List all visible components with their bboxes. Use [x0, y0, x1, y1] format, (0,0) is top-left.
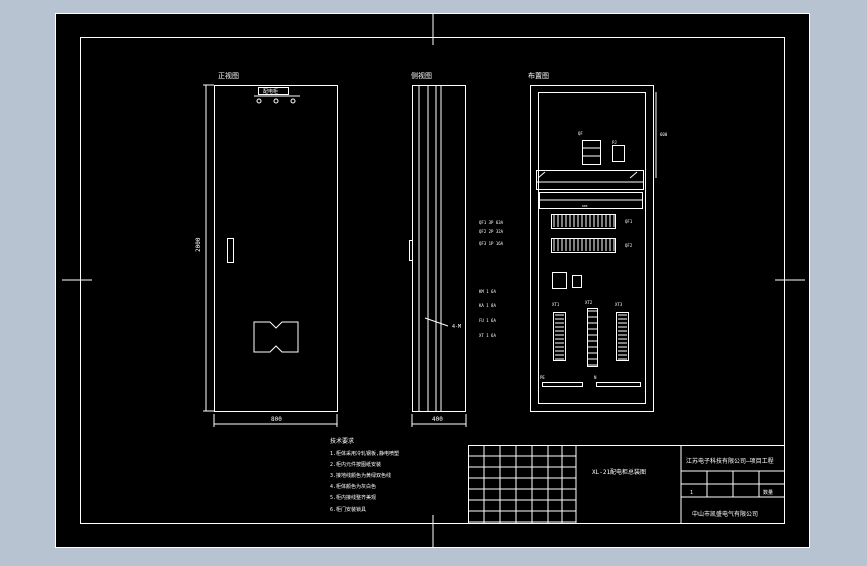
sheet-number: 1 — [690, 490, 693, 496]
svg-text:QF1: QF1 — [625, 219, 633, 224]
indicator-lamp — [256, 98, 262, 104]
cutout-shape — [253, 321, 299, 353]
indicator-lamp — [273, 98, 279, 104]
svg-text:600: 600 — [582, 204, 588, 208]
note-item: 2.柜内元件按图纸安装 — [330, 461, 381, 468]
note-item: 1.柜体采用冷轧钢板,静电喷塑 — [330, 450, 399, 457]
cable-duct — [536, 170, 644, 190]
mounting-plate-outer — [530, 85, 654, 412]
height-dimension: 2000 — [195, 237, 202, 252]
breaker-row-2 — [551, 238, 616, 253]
side-handle — [409, 240, 413, 261]
busbar-1 — [542, 382, 583, 387]
note-item: 6.柜门安装锁具 — [330, 506, 366, 513]
door-handle — [227, 238, 234, 263]
main-breaker — [582, 140, 601, 165]
layout-view-title: 布置图 — [528, 71, 549, 80]
terminal-strip-1 — [553, 312, 566, 361]
meter — [612, 145, 625, 162]
manufacturer-name: 中山市凯盛电气有限公司 — [692, 510, 758, 518]
drawing-name: XL-21配电柜总装图 — [592, 468, 646, 476]
relay — [572, 275, 582, 288]
svg-text:XT1: XT1 — [552, 302, 560, 307]
nameplate-box — [258, 87, 289, 95]
svg-text:XT3: XT3 — [615, 302, 623, 307]
contactor — [552, 272, 567, 289]
svg-text:KA 1 8A: KA 1 8A — [479, 303, 496, 308]
depth-dimension: 400 — [432, 416, 443, 423]
svg-text:KM 1 6A: KM 1 6A — [479, 289, 496, 294]
note-item: 4.柜体颜色为灰白色 — [330, 483, 376, 490]
drawing-sheet — [55, 13, 810, 548]
svg-text:600: 600 — [660, 132, 668, 137]
note-item: 5.柜内接线整齐美观 — [330, 494, 376, 501]
company-name: 江苏电子科技有限公司—项目工程 — [686, 457, 774, 465]
front-view-title: 正视图 — [218, 71, 239, 80]
nameplate-text: 配电柜 — [263, 88, 278, 95]
svg-text:QF2: QF2 — [625, 243, 633, 248]
svg-text:QF3 1P 16A: QF3 1P 16A — [479, 241, 504, 246]
title-block-grid — [469, 446, 576, 523]
breaker-row-1 — [551, 214, 616, 229]
breaker-module-ticks — [553, 215, 627, 366]
side-view-title: 侧视图 — [411, 71, 432, 80]
svg-text:N: N — [594, 375, 597, 380]
quantity-label: 数量 — [763, 489, 773, 496]
svg-text:QF: QF — [578, 131, 583, 136]
svg-text:PJ: PJ — [612, 140, 617, 145]
indicator-lamp — [290, 98, 296, 104]
note-item: 3.接地线颜色为黄绿双色线 — [330, 472, 391, 479]
svg-text:FU 1 6A: FU 1 6A — [479, 318, 496, 323]
svg-text:PE: PE — [540, 375, 545, 380]
front-cabinet — [214, 85, 338, 412]
svg-text:XT2: XT2 — [585, 300, 593, 305]
notes-heading: 技术要求 — [330, 437, 354, 445]
svg-text:XT 1 6A: XT 1 6A — [479, 333, 496, 338]
side-callout: 4-M — [452, 324, 461, 330]
terminal-strip-3 — [616, 312, 629, 361]
svg-text:QF1 3P 63A: QF1 3P 63A — [479, 220, 504, 225]
terminal-strip-2 — [587, 308, 598, 367]
width-dimension: 800 — [271, 416, 282, 423]
busbar-2 — [596, 382, 641, 387]
mounting-plate-inner — [538, 92, 646, 404]
svg-text:QF2 2P 32A: QF2 2P 32A — [479, 229, 504, 234]
